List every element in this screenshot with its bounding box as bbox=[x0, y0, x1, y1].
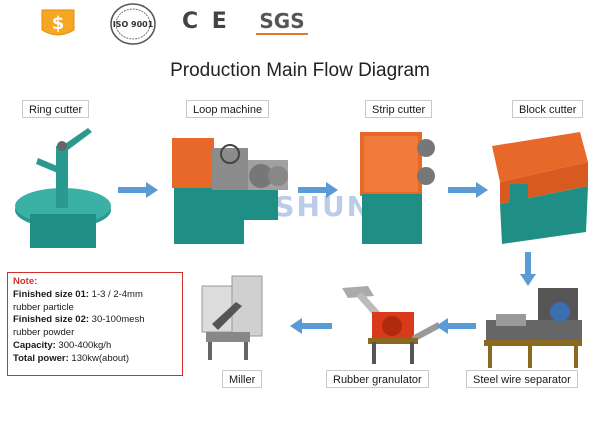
sgs-logo-icon: SGS bbox=[256, 9, 308, 35]
note-title: Note: bbox=[13, 276, 38, 287]
block-cutter-machine-image bbox=[492, 132, 588, 244]
steel-wire-separator-image bbox=[484, 288, 582, 368]
strip-cutter-machine-image bbox=[360, 132, 435, 244]
svg-text:$: $ bbox=[52, 13, 65, 34]
note-line: Finished size 02: 30-100mesh bbox=[13, 314, 145, 326]
left-arrow-icon bbox=[436, 318, 476, 334]
machine-label-strip-cutter: Strip cutter bbox=[365, 100, 433, 118]
miller-machine-image bbox=[201, 275, 263, 360]
right-arrow-icon bbox=[298, 182, 338, 198]
note-line: Finished size 01: 1-3 / 2-4mm bbox=[13, 288, 143, 300]
left-arrow-icon bbox=[290, 318, 332, 334]
iso-seal-text: ISO 9001 bbox=[113, 20, 154, 29]
iso-9001-seal-icon: ISO 9001 bbox=[110, 3, 156, 45]
machine-label-rubber-granulator: Rubber granulator bbox=[326, 370, 429, 388]
machine-label-ring-cutter: Ring cutter bbox=[22, 100, 90, 118]
loop-machine-image bbox=[172, 138, 288, 244]
diagram-title: Production Main Flow Diagram bbox=[170, 60, 430, 81]
s-shield-icon: $ bbox=[41, 9, 75, 36]
rubber-granulator-image bbox=[342, 286, 440, 364]
machine-label-loop-machine: Loop machine bbox=[186, 100, 270, 118]
note-line: rubber particle bbox=[13, 301, 74, 313]
sgs-text: SGS bbox=[259, 9, 304, 33]
ring-cutter-machine-image bbox=[15, 128, 111, 248]
right-arrow-icon bbox=[448, 182, 488, 198]
machine-label-block-cutter: Block cutter bbox=[512, 100, 584, 118]
ce-mark-icon: C E bbox=[182, 9, 230, 34]
note-line: rubber powder bbox=[13, 327, 75, 339]
note-line: Capacity: 300-400kg/h bbox=[13, 339, 112, 351]
note-line: Total power: 130kw(about) bbox=[13, 352, 129, 364]
down-arrow-icon bbox=[520, 252, 536, 286]
note-box: Note: Finished size 01: 1-3 / 2-4mm rubb… bbox=[7, 272, 183, 376]
machine-label-steel-wire-separator: Steel wire separator bbox=[466, 370, 578, 388]
machine-label-miller: Miller bbox=[222, 370, 263, 388]
right-arrow-icon bbox=[118, 182, 158, 198]
